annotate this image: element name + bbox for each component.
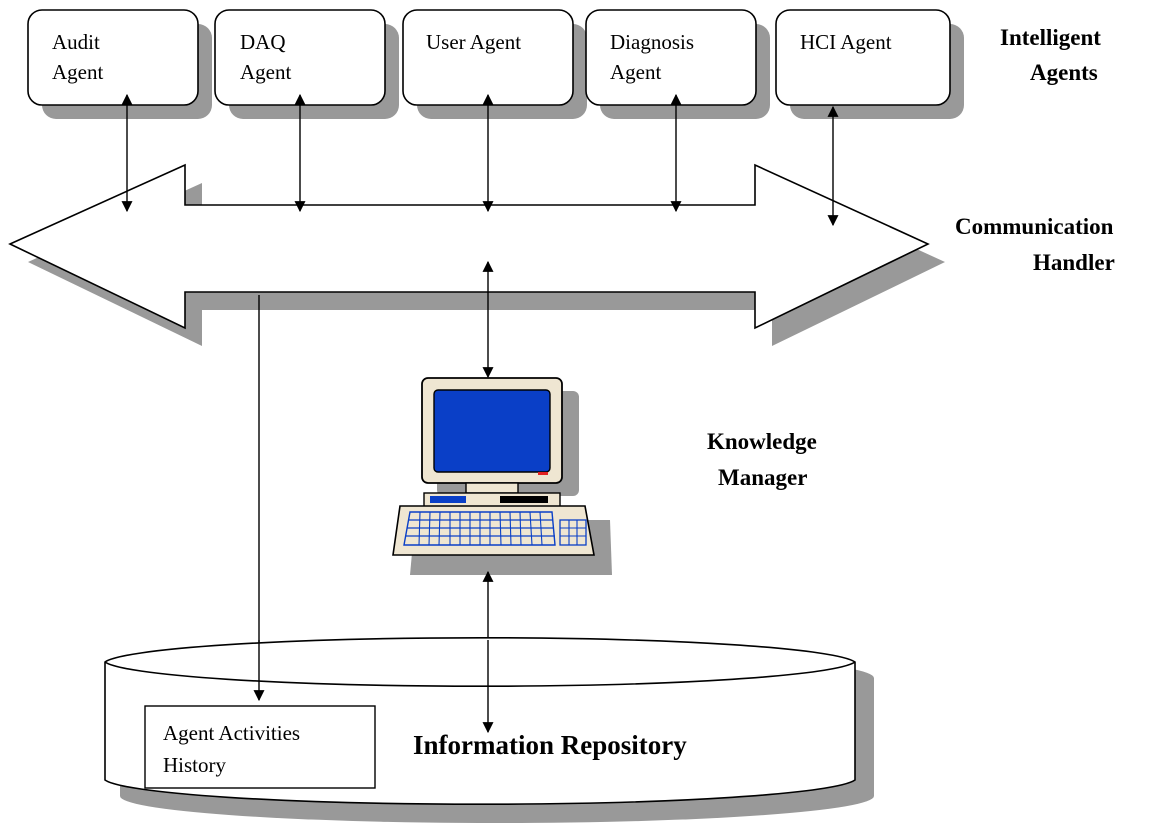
agent-diagnosis-line2: Agent xyxy=(610,60,661,84)
label-handler: Handler xyxy=(1033,250,1115,275)
agent-hci-line1: HCI Agent xyxy=(800,30,892,54)
communication-bus-arrow xyxy=(8,163,945,346)
agent-bus-connectors xyxy=(121,93,839,227)
computer-icon xyxy=(392,377,612,575)
label-knowledge: Knowledge xyxy=(707,429,817,454)
history-line1: Agent Activities xyxy=(163,721,300,745)
agent-diagnosis: Diagnosis Agent xyxy=(585,9,770,119)
history-line2: History xyxy=(163,753,227,777)
agent-daq: DAQ Agent xyxy=(214,9,399,119)
agent-user: User Agent xyxy=(402,9,587,119)
label-manager: Manager xyxy=(718,465,807,490)
agent-hci: HCI Agent xyxy=(775,9,964,119)
agent-audit: Audit Agent xyxy=(27,9,212,119)
label-agents: Agents xyxy=(1030,60,1098,85)
agent-daq-line2: Agent xyxy=(240,60,291,84)
label-communication: Communication xyxy=(955,214,1114,239)
label-intelligent: Intelligent xyxy=(1000,25,1101,50)
agent-activities-history-box: Agent Activities History xyxy=(144,705,376,789)
agent-audit-line2: Agent xyxy=(52,60,103,84)
repository-title: Information Repository xyxy=(413,730,687,760)
agent-audit-line1: Audit xyxy=(52,30,100,54)
agent-user-line1: User Agent xyxy=(426,30,521,54)
agent-daq-line1: DAQ xyxy=(240,30,286,54)
agent-diagnosis-line1: Diagnosis xyxy=(610,30,694,54)
